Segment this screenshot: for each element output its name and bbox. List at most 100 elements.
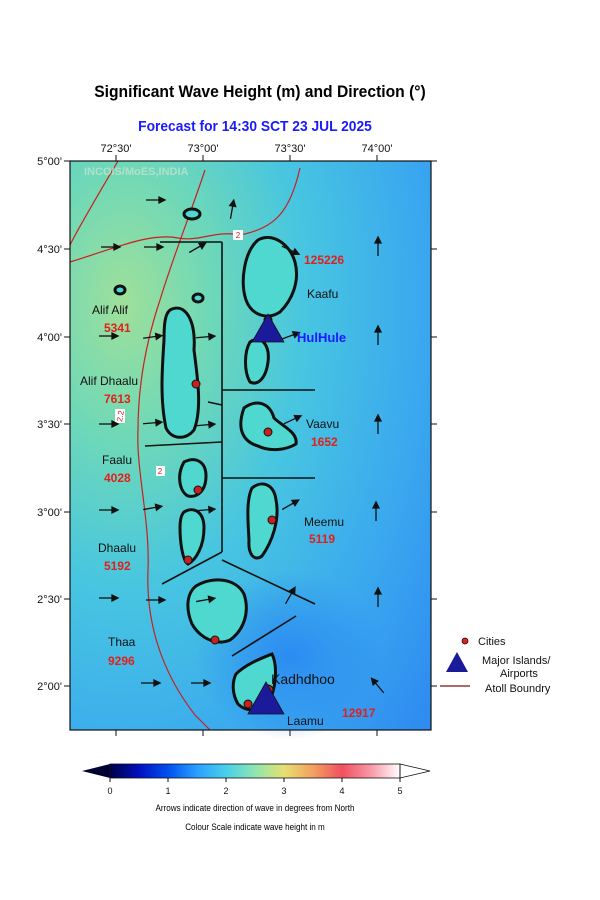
wave-arrow (373, 586, 383, 607)
wave-arrow (191, 678, 212, 688)
airports (247, 313, 285, 715)
wave-contours (69, 160, 301, 731)
wave-arrow (373, 413, 383, 434)
atoll-name: Alif Alif (92, 303, 129, 317)
legend-major-islands-label: Major Islands/ (482, 655, 551, 667)
island-kaafu-south (244, 338, 270, 385)
atoll-population: 9296 (108, 654, 135, 668)
island-alif (160, 306, 201, 439)
city-marker (193, 485, 203, 495)
wave-arrow (196, 595, 217, 604)
atoll-islands (113, 207, 298, 712)
wave-arrow (144, 242, 165, 252)
legend-cities-label: Cities (478, 636, 506, 648)
wave-direction-arrows (99, 195, 385, 694)
contour-label: 2 (158, 467, 163, 476)
colour-note: Colour Scale indicate wave height in m (185, 822, 325, 832)
wave-arrow (281, 245, 301, 256)
wave-arrow (101, 242, 122, 252)
atoll-name: Thaa (108, 635, 136, 649)
lat-tick-label: 2°00' (37, 681, 62, 693)
wave-arrow (373, 235, 383, 256)
atoll-name: Vaavu (306, 417, 339, 431)
wave-arrow (195, 420, 217, 429)
atoll-name: Laamu (287, 714, 324, 728)
lon-tick-label: 73°00' (188, 143, 219, 155)
colorbar-tick-label: 5 (397, 786, 402, 796)
legend-airport-symbol (446, 652, 468, 672)
legend-city-symbol (461, 637, 469, 645)
lon-tick-label: 72°30' (101, 143, 132, 155)
wave-arrow (142, 418, 164, 427)
wave-arrow (373, 324, 383, 345)
atoll-name: Meemu (304, 515, 344, 529)
wave-arrow (188, 242, 207, 254)
airport-label-hulhule: HulHule (297, 330, 346, 345)
colorbar-tick-label: 0 (107, 786, 112, 796)
island-vaavu (239, 401, 298, 452)
island-meemu (246, 482, 279, 560)
wave-arrow (284, 586, 296, 605)
airport-triangle-hulhule (251, 313, 285, 343)
wave-arrow (228, 198, 237, 219)
wave-arrow (281, 499, 300, 511)
wave-arrow (146, 195, 167, 205)
wave-arrow (99, 419, 120, 429)
atoll-name: Faalu (102, 453, 132, 467)
atoll-population: 5341 (104, 321, 131, 335)
lat-tick-label: 4°00' (37, 332, 62, 344)
wave-arrow (142, 332, 164, 341)
lat-tick-label: 5°00' (37, 156, 62, 168)
lat-tick-label: 2°30' (37, 594, 62, 606)
wave-arrow (370, 677, 385, 694)
wave-arrow (99, 505, 120, 515)
wave-arrow (371, 500, 381, 521)
colorbar-low-end (82, 764, 110, 778)
wave-arrow (99, 331, 120, 341)
atoll-population: 12917 (342, 706, 376, 720)
islet (182, 207, 202, 221)
wave-arrow (99, 593, 120, 603)
lat-tick-label: 4°30' (37, 244, 62, 256)
city-marker (263, 427, 273, 437)
colorbar-tick-label: 3 (281, 786, 286, 796)
forecast-subtitle: Forecast for 14:30 SCT 23 JUL 2025 (138, 118, 372, 135)
atoll-population: 5192 (104, 559, 131, 573)
colorbar-tick-label: 1 (165, 786, 170, 796)
colorbar-tick-label: 2 (223, 786, 228, 796)
wave-arrow (281, 331, 301, 340)
atoll-labels: Kaafu 125226 Alif Alif 5341 Alif Dhaalu … (80, 253, 376, 728)
city-marker (191, 379, 201, 389)
airport-label-kadhdhoo: Kadhdhoo (271, 671, 335, 687)
lat-tick-labels: 5°00' 4°30' 4°00' 3°30' 3°00' 2°30' 2°00… (37, 156, 62, 693)
arrow-note: Arrows indicate direction of wave in deg… (155, 803, 355, 813)
contour-labels: 2 2.2 2 (115, 230, 243, 476)
lon-tick-label: 73°30' (275, 143, 306, 155)
wave-arrow (141, 678, 162, 688)
legend-airports-label: Airports (500, 668, 538, 680)
lat-tick-label: 3°30' (37, 419, 62, 431)
atoll-population: 5119 (309, 532, 335, 546)
lon-tick-labels: 72°30' 73°00' 73°30' 74°00' (101, 143, 393, 155)
city-marker (243, 699, 253, 709)
legend-symbols (440, 637, 470, 687)
airport-triangle-kadhdhoo (247, 681, 285, 715)
city-marker (183, 555, 193, 565)
atoll-name: Dhaalu (98, 541, 136, 555)
atoll-boundaries (144, 241, 316, 657)
legend-atoll-boundary-label: Atoll Boundry (485, 683, 551, 695)
wave-arrow (195, 332, 217, 341)
wave-arrow (283, 414, 303, 425)
legend-labels: Cities Major Islands/ Airports Atoll Bou… (478, 636, 551, 695)
wave-arrow (146, 595, 167, 605)
atoll-population: 4028 (104, 471, 131, 485)
map-frame (69, 160, 432, 731)
islet (191, 292, 205, 304)
axis-ticks (64, 155, 437, 736)
lon-tick-label: 74°00' (362, 143, 393, 155)
atoll-population: 1652 (311, 435, 338, 449)
watermark: INCOIS/MoES,INDIA (84, 166, 189, 178)
colorbar-ramp (110, 764, 400, 778)
